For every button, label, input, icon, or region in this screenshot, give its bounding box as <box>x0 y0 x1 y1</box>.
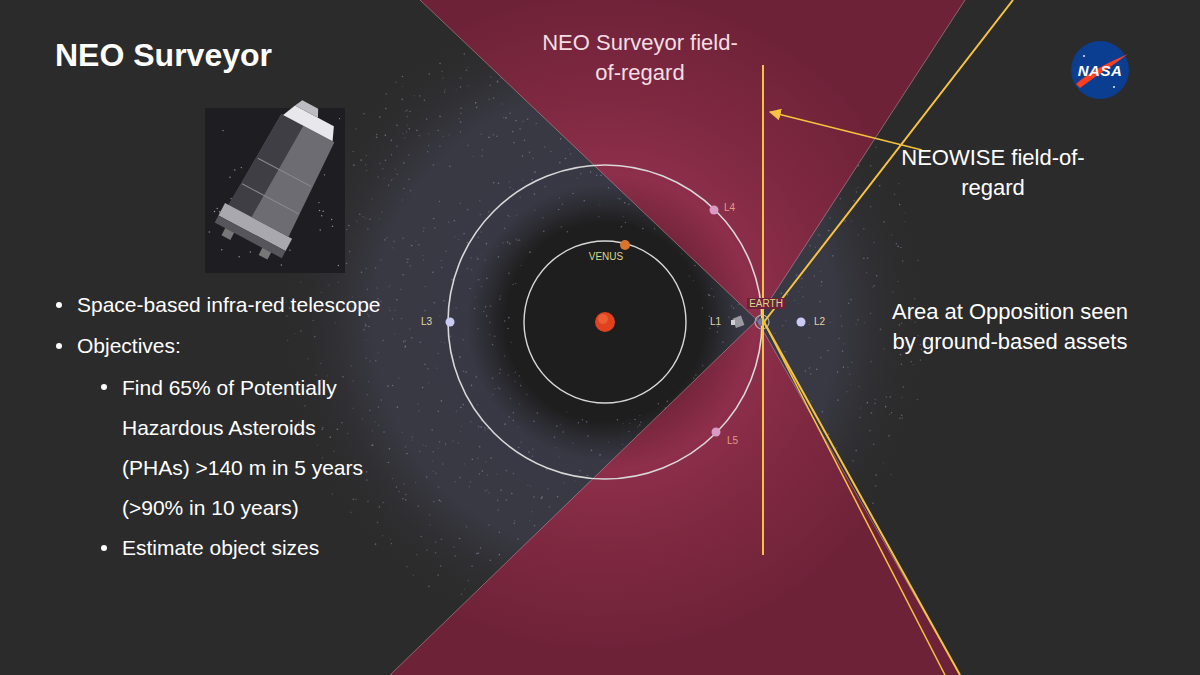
bullet-text: Space-based infra-red telescope <box>77 292 497 318</box>
bullet-text: Estimate object sizes <box>122 535 422 561</box>
l4-point <box>710 206 719 215</box>
l1-spacecraft <box>731 316 744 328</box>
l5-point <box>712 428 721 437</box>
venus-orbit <box>524 241 686 403</box>
asteroid-halo <box>275 0 935 652</box>
bullet-text: Objectives: <box>77 333 377 359</box>
bullet-text: Find 65% of Potentially Hazardous Astero… <box>122 368 380 528</box>
lagrange-label: L2 <box>814 316 834 328</box>
cone-edge <box>390 0 965 675</box>
region-label: Area at Opposition seen by ground-based … <box>884 297 1136 357</box>
lagrange-label: L4 <box>724 202 744 214</box>
spacecraft-illustration <box>205 91 352 273</box>
planet-label: EARTH <box>746 298 786 310</box>
logo-badge: NASA <box>1070 40 1130 100</box>
lagrange-label: L1 <box>710 316 730 328</box>
sun <box>595 312 615 332</box>
planet-label: VENUS <box>581 251 631 263</box>
l3-point <box>446 318 455 327</box>
asteroid-halo <box>275 0 935 652</box>
leader-arrow <box>770 112 922 150</box>
logo-text: NASA <box>1070 40 1130 100</box>
venus <box>620 240 630 250</box>
earth-orbit <box>448 165 762 479</box>
field-label: NEO Surveyor field-of-regard <box>540 28 740 88</box>
surveyor-field-of-regard <box>275 0 965 675</box>
l2-point <box>797 318 806 327</box>
lagrange-label: L3 <box>421 316 441 328</box>
sun-highlight <box>598 314 608 324</box>
lagrange-label: L5 <box>727 435 747 447</box>
title: NEO Surveyor <box>55 36 272 74</box>
field-label: NEOWISE field-of-regard <box>893 143 1093 203</box>
cone-edge <box>420 0 960 675</box>
